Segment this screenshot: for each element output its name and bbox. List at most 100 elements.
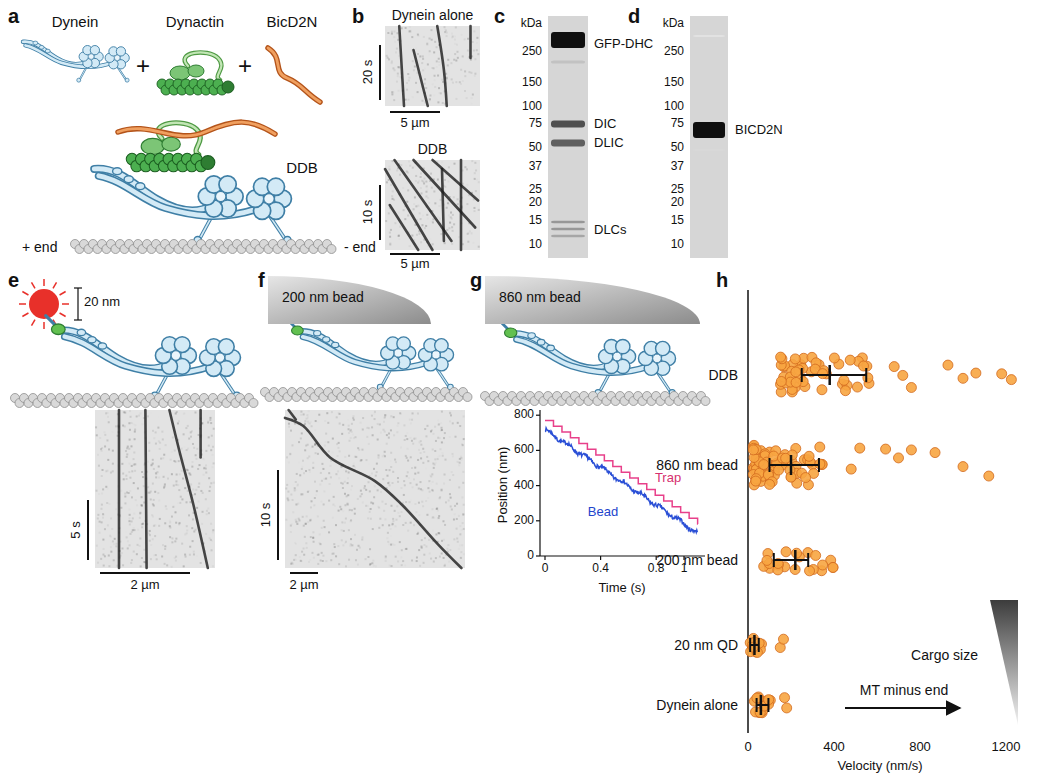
kymograph-noise [315, 494, 317, 496]
kymograph-trace [285, 418, 461, 568]
kymograph-noise [449, 436, 451, 438]
kymograph-noise [359, 547, 361, 549]
kymograph-noise [455, 436, 457, 438]
kymograph-noise [133, 551, 135, 553]
kymograph-noise [105, 486, 107, 488]
median-mark [828, 365, 831, 385]
kymograph-noise [403, 519, 405, 521]
kymograph-noise [203, 458, 205, 460]
kymograph-noise [344, 522, 346, 524]
kymograph-noise [318, 554, 320, 556]
scale-bar [100, 572, 190, 574]
kymograph-noise [104, 431, 106, 433]
kymograph-noise [417, 413, 419, 415]
kymograph-noise [322, 468, 324, 470]
kymograph-noise [323, 503, 325, 505]
head-center [432, 351, 440, 359]
kymograph-noise [292, 499, 294, 501]
velocity-dot [894, 453, 904, 463]
velocity-points [776, 352, 1017, 397]
kymograph-noise [100, 558, 102, 560]
kymograph-noise [159, 448, 161, 450]
kymograph-noise [296, 523, 298, 525]
scale-bar [379, 45, 381, 100]
kymograph-noise [286, 484, 288, 486]
kymograph-noise [309, 559, 311, 561]
kymograph-noise [441, 452, 443, 454]
kymograph-noise [418, 514, 420, 516]
velocity-dot [839, 375, 849, 385]
kymograph-noise [470, 72, 472, 74]
kymograph-noise [408, 501, 410, 503]
kymograph-noise [289, 436, 291, 438]
kymograph-noise [115, 545, 117, 547]
kymograph-noise [464, 90, 466, 92]
kymograph-noise [288, 423, 290, 425]
velocity-dot [804, 451, 814, 461]
kymograph-noise [452, 474, 454, 476]
kymograph-noise [463, 528, 465, 530]
kymograph-noise [454, 36, 456, 38]
kymograph-noise [368, 481, 370, 483]
kymograph-trace [169, 410, 207, 568]
kymograph-noise [448, 561, 450, 563]
kymograph-noise [385, 518, 387, 520]
kymograph-noise [301, 468, 303, 470]
kymograph-noise [98, 465, 100, 467]
kymograph-noise [438, 64, 440, 66]
kymograph-noise [155, 472, 157, 474]
velocity-dot [840, 386, 850, 396]
kymograph-noise [308, 469, 310, 471]
kymograph-noise [411, 440, 413, 442]
velocity-dot [782, 703, 792, 713]
kymograph-noise [450, 414, 452, 416]
kymograph-noise [414, 473, 416, 475]
kymograph-noise [124, 502, 126, 504]
kymograph-noise [155, 431, 157, 433]
kymograph-noise [328, 531, 330, 533]
kymograph-noise [120, 507, 122, 509]
kymograph-noise [382, 478, 384, 480]
kymograph-noise [297, 503, 299, 505]
kymograph-noise [399, 515, 401, 517]
kymograph-noise [99, 521, 101, 523]
kymograph-noise [211, 435, 213, 437]
kymograph-noise [337, 470, 339, 472]
kymograph-noise [420, 444, 422, 446]
kymograph-noise [136, 415, 138, 417]
kymograph-noise [462, 522, 464, 524]
kymograph-noise [208, 445, 210, 447]
kymograph-noise [320, 472, 322, 474]
kymograph-noise [348, 440, 350, 442]
kymograph-noise [309, 471, 311, 473]
kymograph-noise [427, 487, 429, 489]
kymograph-noise [455, 81, 457, 83]
velocity-dot [818, 369, 828, 379]
kymograph-noise [403, 480, 405, 482]
kymograph-noise [401, 27, 403, 29]
qd-ray [43, 322, 45, 329]
kymograph-noise [311, 425, 313, 427]
kymograph-noise [391, 33, 393, 35]
kymograph-noise [424, 83, 426, 85]
kymograph-noise [347, 477, 349, 479]
kymograph-noise [473, 50, 475, 52]
kymograph-panel: Dynein alone [385, 26, 480, 106]
kymograph-noise [443, 539, 445, 541]
kymograph-noise [208, 477, 210, 479]
kymograph-noise [126, 447, 128, 449]
kymograph-noise [133, 513, 135, 515]
kymograph-noise [468, 71, 470, 73]
kymograph-noise [442, 520, 444, 522]
kymograph-noise [428, 539, 430, 541]
kymograph-noise [129, 514, 131, 516]
kymograph-noise [307, 457, 309, 459]
velocity-dot [780, 693, 790, 703]
kymograph-noise [310, 447, 312, 449]
kymograph-noise [383, 421, 385, 423]
kymograph-noise [101, 504, 103, 506]
kymograph-noise [419, 565, 421, 567]
kymograph-noise [286, 456, 288, 458]
kymograph-noise [196, 555, 198, 557]
kymograph-noise [194, 493, 196, 495]
